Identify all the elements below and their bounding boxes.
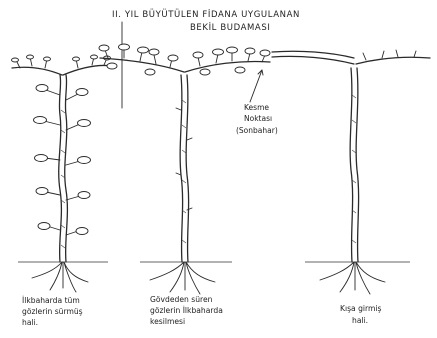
left-trunk (59, 75, 62, 262)
left-roots (32, 262, 88, 292)
caption-left: İlkbaharda tüm gözlerin sürmüş hali. (22, 296, 83, 327)
cut-point-label-line1: Kesme (244, 103, 269, 112)
caption-left-line3: hali. (22, 318, 38, 327)
middle-arm-right (185, 61, 270, 72)
caption-middle-line3: kesilmesi (150, 317, 185, 326)
right-plant (272, 50, 430, 294)
diagram-title-line1: II. YIL BÜYÜTÜLEN FİDANA UYGULANAN (112, 9, 300, 20)
middle-plant (99, 44, 270, 294)
left-arm-left (12, 67, 62, 75)
caption-left-line2: gözlerin sürmüş (22, 307, 83, 316)
caption-middle-line1: Gövdeden süren (150, 295, 213, 304)
caption-right: Kışa girmiş hali. (340, 304, 382, 325)
cut-point-arrow (250, 70, 262, 102)
right-roots (320, 262, 385, 294)
middle-trunk (180, 75, 182, 262)
cut-point-label-line3: (Sonbahar) (236, 126, 278, 135)
right-arm-left (272, 56, 354, 64)
caption-middle-line2: gözlerin İlkbaharda (150, 306, 223, 315)
caption-right-line2: hali. (352, 316, 368, 325)
right-arm-right (356, 57, 430, 64)
caption-left-line1: İlkbaharda tüm (22, 296, 80, 305)
caption-right-line1: Kışa girmiş (340, 304, 382, 313)
middle-roots (150, 262, 215, 294)
left-arm-right (63, 65, 112, 75)
cut-point-label-line2: Noktası (244, 114, 272, 123)
caption-middle: Gövdeden süren gözlerin İlkbaharda kesil… (150, 295, 223, 326)
left-plant (12, 55, 113, 292)
right-trunk (350, 68, 352, 262)
diagram-title-line2: BEKİL BUDAMASI (190, 22, 270, 33)
